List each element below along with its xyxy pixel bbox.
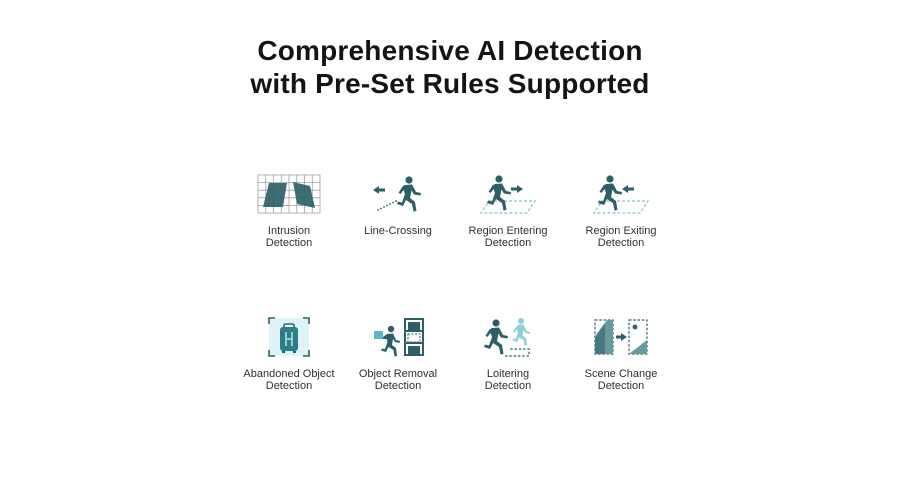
feature-region-exiting-detection: Region Exiting Detection xyxy=(561,172,681,249)
feature-region-entering-detection: Region Entering Detection xyxy=(448,172,568,249)
region-entering-icon xyxy=(448,172,568,216)
feature-label: Abandoned Object Detection xyxy=(243,368,335,392)
loitering-icon xyxy=(448,315,568,359)
feature-label: Line-Crossing xyxy=(364,225,432,237)
feature-label: Loitering Detection xyxy=(484,368,532,392)
scene-change-icon xyxy=(561,315,681,359)
title-line-2: with Pre-Set Rules Supported xyxy=(250,68,650,99)
abandoned-object-icon xyxy=(229,315,349,359)
feature-scene-change-detection: Scene Change Detection xyxy=(561,315,681,392)
title-line-1: Comprehensive AI Detection xyxy=(257,35,643,66)
feature-label: Region Entering Detection xyxy=(468,225,548,249)
feature-object-removal-detection: Object Removal Detection xyxy=(338,315,458,392)
page-title: Comprehensive AI Detection with Pre-Set … xyxy=(0,34,900,100)
feature-label: Region Exiting Detection xyxy=(585,225,657,249)
feature-abandoned-object-detection: Abandoned Object Detection xyxy=(229,315,349,392)
feature-loitering-detection: Loitering Detection xyxy=(448,315,568,392)
feature-label: Scene Change Detection xyxy=(584,368,658,392)
region-exiting-icon xyxy=(561,172,681,216)
feature-label: Object Removal Detection xyxy=(358,368,438,392)
object-removal-icon xyxy=(338,315,458,359)
feature-intrusion-detection: Intrusion Detection xyxy=(229,172,349,249)
feature-label: Intrusion Detection xyxy=(265,225,313,249)
intrusion-icon xyxy=(229,172,349,216)
feature-line-crossing: Line-Crossing xyxy=(338,172,458,237)
line-crossing-icon xyxy=(338,172,458,216)
